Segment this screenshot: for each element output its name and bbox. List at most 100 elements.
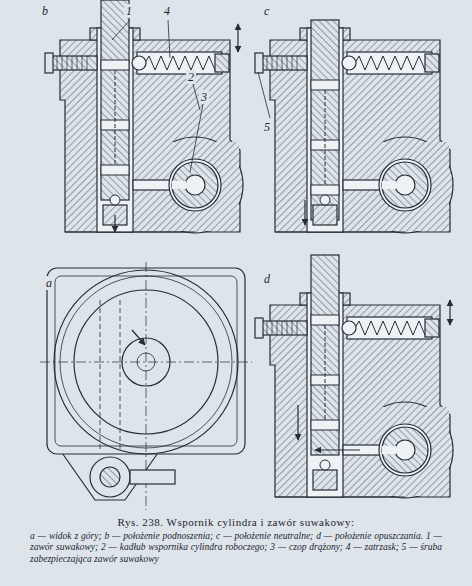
detent-ball <box>342 321 356 335</box>
safety-screw <box>47 56 97 70</box>
top-view <box>40 262 252 510</box>
detent-ball <box>132 56 146 70</box>
screw-head <box>45 53 53 73</box>
hidden-line <box>120 300 121 452</box>
screw-thread <box>297 56 298 70</box>
screw-thread <box>267 56 268 70</box>
housing-body <box>270 305 450 497</box>
pin-port <box>172 181 186 189</box>
flow-arrow <box>237 24 238 52</box>
spool-channel <box>325 325 326 420</box>
screw-thread <box>87 56 88 70</box>
callout-number: 2 <box>186 70 196 84</box>
spool <box>311 20 339 220</box>
screw-thread <box>272 321 273 335</box>
flow-arrow <box>304 200 305 225</box>
axis-line <box>40 362 252 363</box>
check-ball <box>320 195 330 205</box>
screw-thread <box>72 56 73 70</box>
spool-end <box>100 467 120 487</box>
callout-number: 3 <box>199 90 209 104</box>
housing-fill <box>276 407 449 496</box>
screw-thread <box>82 56 83 70</box>
section-d <box>255 255 453 498</box>
leader-line <box>168 20 170 58</box>
detent-plug <box>425 319 439 337</box>
screw-thread <box>287 56 288 70</box>
screw-thread <box>272 56 273 70</box>
callout-number: 4 <box>162 4 172 18</box>
hollow-pin <box>382 162 428 208</box>
section-b <box>45 0 243 233</box>
figure-caption: a — widok z góry; b — położenie podnosze… <box>30 531 442 565</box>
hidden-line <box>100 300 101 452</box>
check-valve <box>313 470 337 490</box>
leader-line <box>112 20 130 40</box>
check-ball <box>320 460 330 470</box>
screw-thread <box>57 56 58 70</box>
screw-thread <box>62 56 63 70</box>
check-ball <box>110 195 120 205</box>
screw-thread <box>292 56 293 70</box>
flow-arrow <box>114 215 115 232</box>
screw-thread <box>277 56 278 70</box>
pin-bore <box>379 159 431 211</box>
view-letter: c <box>262 4 271 18</box>
housing-body <box>270 40 450 232</box>
spool-groove <box>311 80 339 90</box>
screw-thread <box>77 56 78 70</box>
screw-thread <box>282 56 283 70</box>
flow-arrow <box>297 405 298 440</box>
view-letter: a <box>44 276 54 290</box>
spool-groove <box>311 420 339 430</box>
pin-bore <box>379 424 431 476</box>
check-valve <box>313 205 337 225</box>
detent-spring <box>355 56 425 70</box>
detent-spring <box>145 56 215 70</box>
screw-thread <box>267 321 268 335</box>
callout-number: 1 <box>124 4 134 18</box>
safety-screw <box>257 321 307 335</box>
spool-groove <box>311 185 339 195</box>
hollow-pin <box>172 162 218 208</box>
screw-head <box>255 53 263 73</box>
housing-fill <box>66 142 239 231</box>
detent-chamber <box>347 52 432 74</box>
detent-chamber <box>347 317 432 339</box>
spool-groove <box>101 165 129 175</box>
spool <box>311 255 339 455</box>
screw-thread <box>282 321 283 335</box>
pin-hole <box>395 175 415 195</box>
detent-spring <box>355 321 425 335</box>
callout-number: 5 <box>262 120 272 134</box>
screw-thread <box>67 56 68 70</box>
screw-thread <box>277 321 278 335</box>
screw-thread <box>287 321 288 335</box>
spool-groove <box>311 315 339 325</box>
flow-arrow <box>449 300 450 325</box>
detent-chamber <box>137 52 222 74</box>
view-letter: b <box>40 4 50 18</box>
pin-hole <box>185 175 205 195</box>
screw-thread <box>292 321 293 335</box>
detent-plug <box>425 54 439 72</box>
pin-bore <box>169 159 221 211</box>
pin-port <box>382 446 396 454</box>
screw-head <box>255 318 263 338</box>
detent-plug <box>215 54 229 72</box>
leader-line <box>190 104 203 172</box>
flow-arrow <box>132 330 145 345</box>
leader-line <box>258 72 270 118</box>
screw-thread <box>297 321 298 335</box>
section-c <box>255 20 453 233</box>
spool-groove <box>101 60 129 70</box>
view-letter: d <box>262 272 272 286</box>
housing-body <box>60 40 240 232</box>
spool-channel <box>325 90 326 185</box>
boss-circle <box>90 457 130 497</box>
detent-ball <box>342 56 356 70</box>
safety-screw <box>257 56 307 70</box>
flow-arrow <box>315 449 360 450</box>
spool-channel <box>115 70 116 165</box>
